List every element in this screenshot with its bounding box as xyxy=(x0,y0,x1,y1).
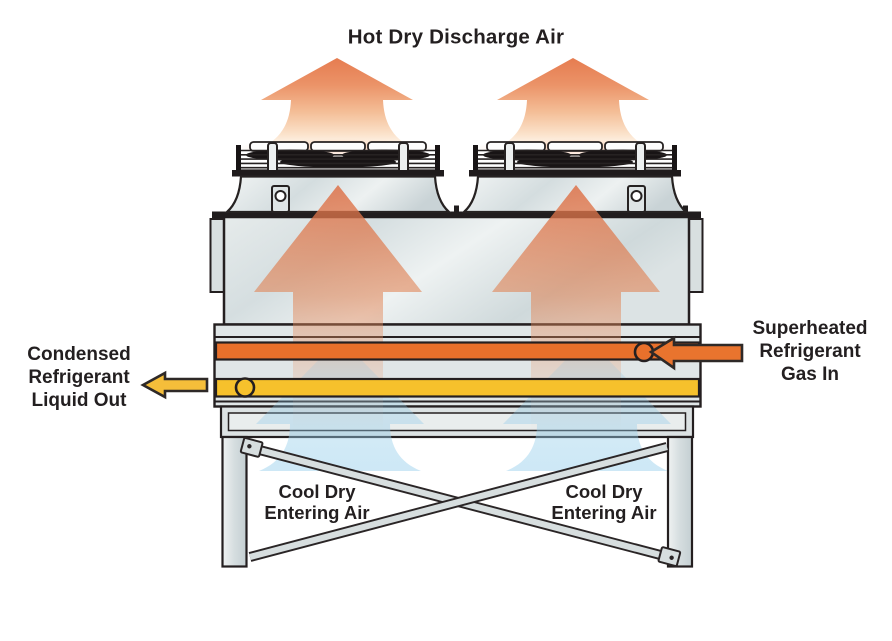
support-leg-right xyxy=(666,435,694,568)
gas-in-line2: Refrigerant xyxy=(759,341,861,362)
gas-in-line3: Gas In xyxy=(781,364,839,385)
fan-deck-bar xyxy=(212,211,701,218)
label-cool-air-left: Cool Dry Entering Air xyxy=(264,481,369,523)
fan-left xyxy=(224,141,452,214)
deck-tick-center xyxy=(454,205,459,213)
left-flange xyxy=(209,218,225,293)
mounting-bracket-hole xyxy=(630,190,643,202)
cool-air-arrow-left xyxy=(256,338,424,471)
hot-discharge-arrow-right xyxy=(497,58,649,148)
brace-bracket-top-left xyxy=(239,437,264,458)
label-cool-air-right: Cool Dry Entering Air xyxy=(551,481,656,523)
refrigerant-liquid-pipe xyxy=(214,377,701,398)
fan-blade-cap xyxy=(310,141,366,152)
guard-endcap-left xyxy=(473,145,478,171)
fan-base-bar xyxy=(232,170,444,177)
cool-left-line1: Cool Dry xyxy=(278,481,356,502)
fan-blade-cap xyxy=(547,141,603,152)
label-gas-in: Superheated Refrigerant Gas In xyxy=(752,318,867,385)
title-hot-discharge-air: Hot Dry Discharge Air xyxy=(348,26,564,49)
guard-endcap-right xyxy=(672,145,677,171)
refrigerant-gas-pipe xyxy=(214,341,701,361)
deck-tick-right xyxy=(683,205,688,213)
cool-left-line2: Entering Air xyxy=(264,502,369,523)
liquid-out-line1: Condensed xyxy=(27,344,130,365)
fan-base-bar xyxy=(469,170,681,177)
cross-brace-b xyxy=(248,442,669,562)
liquid-out-line2: Refrigerant xyxy=(28,367,130,388)
fan-guard-grille xyxy=(240,149,436,169)
guard-endcap-right xyxy=(435,145,440,171)
cool-right-line2: Entering Air xyxy=(551,502,656,523)
liquid-outlet-port xyxy=(234,377,256,398)
fan-guard-grille xyxy=(477,149,673,169)
support-leg-left xyxy=(221,435,248,568)
hot-discharge-arrow-left xyxy=(261,58,413,148)
brace-bracket-bottom-right xyxy=(657,546,682,567)
liquid-out-arrow xyxy=(140,370,209,400)
gas-in-line1: Superheated xyxy=(752,318,867,339)
gas-in-arrow xyxy=(648,335,744,371)
cool-air-arrow-right xyxy=(503,338,671,471)
liquid-out-line3: Liquid Out xyxy=(32,390,128,411)
guard-endcap-left xyxy=(236,145,241,171)
label-liquid-out: Condensed Refrigerant Liquid Out xyxy=(27,344,130,411)
right-flange xyxy=(688,218,704,293)
cool-right-line1: Cool Dry xyxy=(565,481,643,502)
hot-air-inner-arrow-left xyxy=(254,185,422,432)
mounting-bracket-hole xyxy=(274,190,287,202)
